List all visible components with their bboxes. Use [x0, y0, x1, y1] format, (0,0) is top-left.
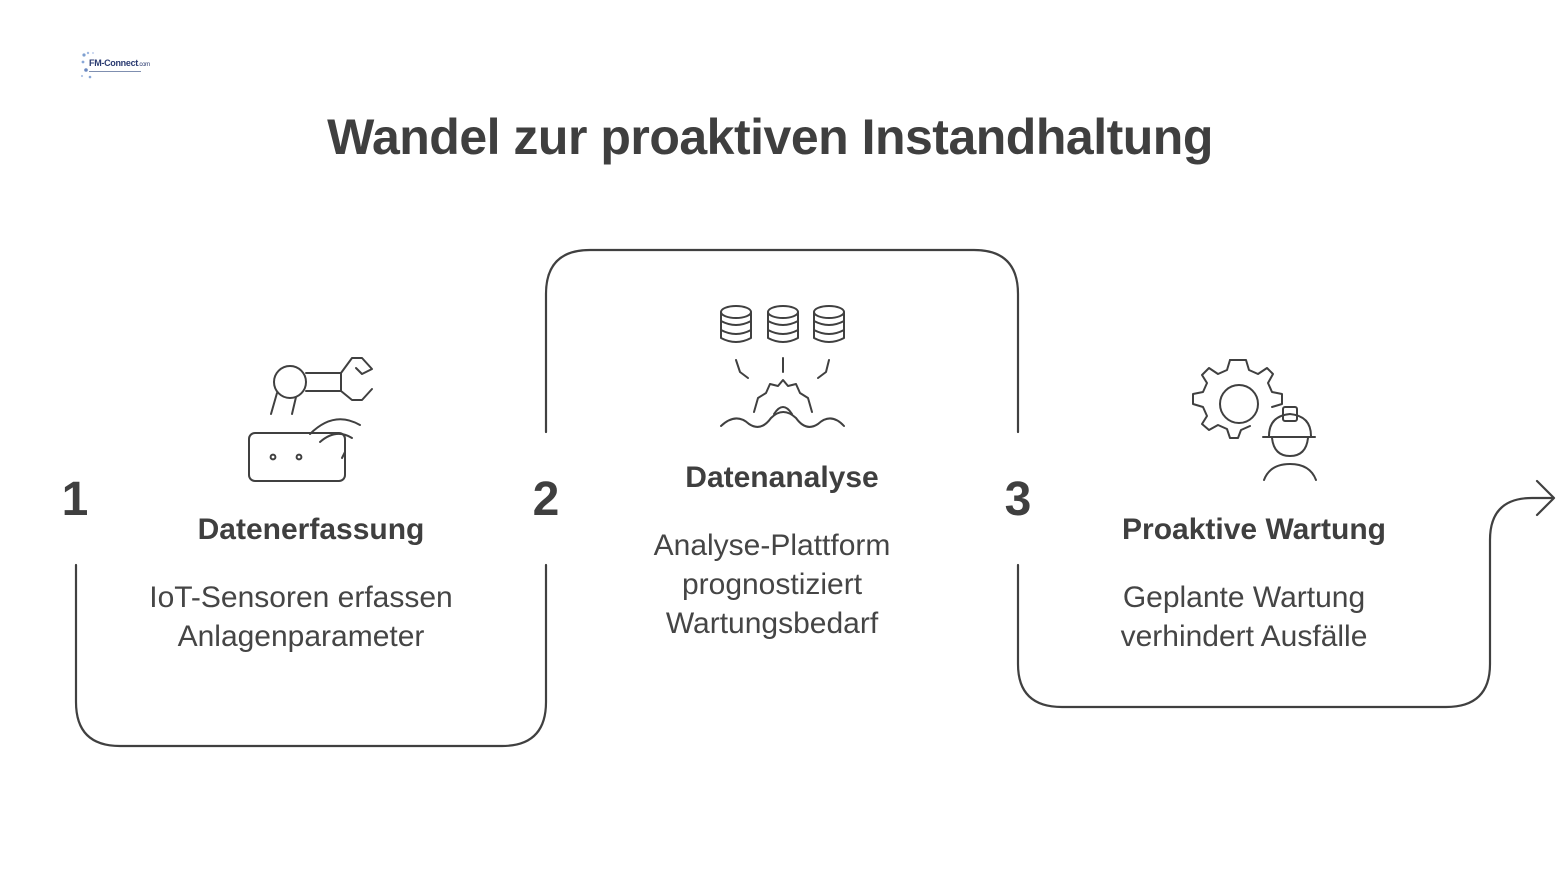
- database-icon-left: [720, 305, 752, 343]
- step-3-title: Proaktive Wartung: [1122, 513, 1386, 546]
- step-3-frame: [1016, 496, 1555, 709]
- logo-dots-icon: [80, 51, 141, 79]
- logo-wordmark: FM-Connect.com: [89, 58, 150, 68]
- step-1-frame: [74, 563, 548, 748]
- database-icon-right: [813, 305, 845, 343]
- step-2-description: Analyse-Plattform prognostiziert Wartung…: [653, 529, 891, 640]
- step-1-title: Datenerfassung: [197, 513, 425, 546]
- step-1-description: IoT-Sensoren erfassen Anlagenparameter: [149, 581, 453, 653]
- step-3-number: 3: [1004, 473, 1032, 526]
- database-icon-center: [767, 305, 799, 343]
- step-2-number: 2: [532, 473, 560, 526]
- step-1-number: 1: [61, 473, 89, 526]
- database-analysis-icon: [720, 305, 845, 428]
- step-3-description: Geplante Wartung verhindert Ausfälle: [1120, 581, 1368, 653]
- gear-technician-icon: [1192, 359, 1317, 481]
- fm-connect-logo: FM-Connect.com: [80, 50, 150, 80]
- step-2-title: Datenanalyse: [685, 461, 879, 494]
- page-title: Wandel zur proaktiven Instandhaltung: [327, 109, 1213, 165]
- flow-arrow-head: [1535, 479, 1556, 517]
- robot-arm-sensor-icon: [248, 357, 373, 482]
- step-2-frame: [544, 248, 1020, 434]
